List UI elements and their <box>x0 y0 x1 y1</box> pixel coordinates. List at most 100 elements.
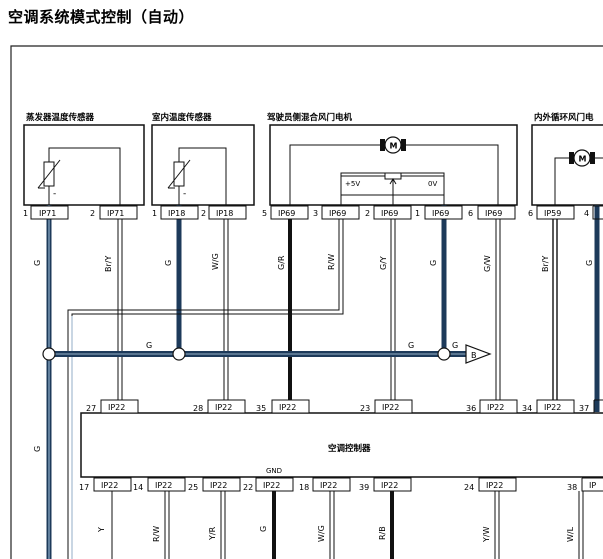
connector-id: IP22 <box>486 481 503 490</box>
connector-id: IP22 <box>155 481 172 490</box>
wire-label: R/W <box>152 526 161 542</box>
pin-number: 5 <box>262 209 267 218</box>
zero-v-label: 0V <box>428 180 437 188</box>
wire-label: Y/W <box>482 526 491 543</box>
pin-number: 18 <box>299 483 309 492</box>
wire-label: G <box>259 526 268 532</box>
pin-number: 2 <box>365 209 370 218</box>
connector-id: IP71 <box>39 209 56 218</box>
pin-number: 34 <box>522 404 532 413</box>
connector-id: IP22 <box>382 403 399 412</box>
wire-label: R/W <box>327 254 336 270</box>
connector-id: IP22 <box>279 403 296 412</box>
wire-label: G <box>585 260 594 266</box>
recirc-motor-symbol: M <box>579 155 587 164</box>
pin-number: 39 <box>359 483 369 492</box>
blend-motor-symbol: M <box>390 142 398 151</box>
pin-number: 38 <box>567 483 577 492</box>
bus-label-left: G <box>146 341 152 350</box>
wire-label: G <box>164 260 173 266</box>
wire-label: R/B <box>378 526 387 540</box>
pin-number: 35 <box>256 404 266 413</box>
indoor-sensor-box: 室内温度传感器 - <box>151 112 255 206</box>
top-connectors: 1 IP71 2 IP71 1 IP18 2 IP18 5 IP69 3 IP6… <box>23 205 603 220</box>
indoor-sensor-minus: - <box>183 189 186 199</box>
connector-id: IP69 <box>278 209 295 218</box>
connector-id: IP22 <box>263 481 280 490</box>
pin-number: 1 <box>415 209 420 218</box>
recirc-motor-box: 内外循环风门电 M <box>531 112 603 206</box>
pin-number: 36 <box>466 404 476 413</box>
connector-id: IP69 <box>432 209 449 218</box>
bottom-wire-labels: Y R/W Y/R G W/G R/B Y/W W/L <box>97 525 575 543</box>
pin-number: 6 <box>468 209 473 218</box>
wire-label: Y/R <box>208 526 217 541</box>
indoor-sensor-label: 室内温度传感器 <box>152 112 212 123</box>
wire-label: Y <box>97 527 106 533</box>
ac-controller-box: 空调控制器 GND <box>80 412 603 478</box>
wire-label: G <box>33 260 42 266</box>
pin-number: 3 <box>313 209 318 218</box>
connector-id: IP71 <box>107 209 124 218</box>
pin-number: 1 <box>152 209 157 218</box>
wire-label: W/L <box>566 526 575 542</box>
pin-number: 4 <box>584 209 589 218</box>
pin-number: 2 <box>90 209 95 218</box>
connector-id: IP22 <box>487 403 504 412</box>
connector-id: IP69 <box>381 209 398 218</box>
pin-number: 17 <box>79 483 89 492</box>
pin-number: 37 <box>579 404 589 413</box>
pin-number: 2 <box>201 209 206 218</box>
evap-sensor-minus: - <box>53 189 56 199</box>
connector-id: IP18 <box>216 209 233 218</box>
connector-id: IP69 <box>485 209 502 218</box>
bottom-wires <box>111 491 584 559</box>
wire-label: W/G <box>317 525 326 542</box>
wire-label: G/Y <box>379 256 388 270</box>
pin-number: 27 <box>86 404 96 413</box>
pin-number: 6 <box>528 209 533 218</box>
evap-sensor-label: 蒸发器温度传感器 <box>26 112 95 123</box>
wire-label: W/G <box>211 253 220 270</box>
controller-top-connectors: 27 IP22 28 IP22 35 IP22 23 IP22 36 IP22 … <box>86 399 603 414</box>
ground-connector-b <box>465 344 492 364</box>
connector-id: IP22 <box>108 403 125 412</box>
pin-number: 24 <box>464 483 474 492</box>
diagram-frame <box>10 45 603 559</box>
connector-id: IP69 <box>329 209 346 218</box>
evap-sensor-box: 蒸发器温度传感器 - <box>23 112 145 206</box>
connector-id: IP22 <box>381 481 398 490</box>
connector-id: IP22 <box>320 481 337 490</box>
connector-id: IP22 <box>544 403 561 412</box>
pin-number: 22 <box>243 483 253 492</box>
gnd-label: GND <box>266 467 282 475</box>
wire-label: G <box>429 260 438 266</box>
bus-label-right: G <box>452 341 458 350</box>
wire-label: G/R <box>277 255 286 270</box>
pin-number: 14 <box>133 483 143 492</box>
connector-id: IP22 <box>215 403 232 412</box>
plus5v-label: +5V <box>345 180 360 188</box>
wire-label: Br/Y <box>541 256 550 272</box>
connector-id: IP <box>589 481 596 490</box>
pin-number: 25 <box>188 483 198 492</box>
connector-id: IP22 <box>210 481 227 490</box>
connector-id: IP22 <box>101 481 118 490</box>
connector-id: IP18 <box>168 209 185 218</box>
top-wire-labels: G Br/Y G W/G G/R R/W G/Y G G/W Br/Y G <box>33 253 594 272</box>
wire-label: Br/Y <box>104 256 113 272</box>
pin-number: 23 <box>360 404 370 413</box>
pin-number: 28 <box>193 404 203 413</box>
blend-motor-label: 驾驶员侧混合风门电机 <box>267 112 353 123</box>
controller-bottom-connectors: 17 IP22 14 IP22 25 IP22 22 IP22 18 IP22 … <box>79 477 603 492</box>
left-wire-label: G <box>33 446 42 452</box>
wire-label: G/W <box>483 255 492 272</box>
blend-motor-box: 驾驶员侧混合风门电机 M +5V 0V <box>267 112 518 206</box>
recirc-motor-label: 内外循环风门电 <box>534 112 594 123</box>
bus-label-mid: G <box>408 341 414 350</box>
page-title: 空调系统模式控制（自动） <box>8 8 195 26</box>
ground-connector-label: B <box>471 351 477 360</box>
connector-id: IP59 <box>544 209 561 218</box>
controller-label: 空调控制器 <box>328 443 371 454</box>
